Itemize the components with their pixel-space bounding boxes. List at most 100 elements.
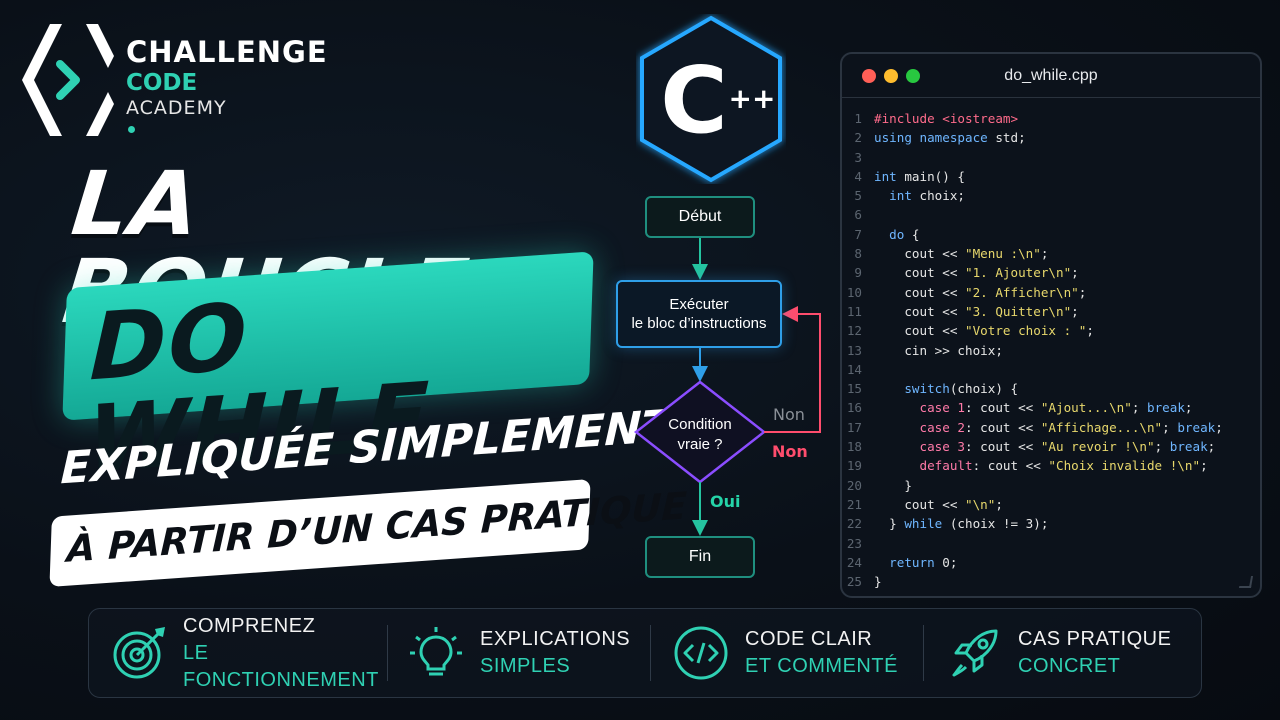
code-token: ; (1078, 284, 1087, 300)
code-line: 24 return 0; (842, 555, 1260, 574)
code-token: ; (1162, 419, 1178, 435)
code-line: 23 (842, 536, 1260, 555)
code-token: cout << (874, 303, 965, 319)
minimize-dot[interactable] (884, 68, 898, 83)
maximize-dot[interactable] (906, 68, 920, 83)
code-token (874, 381, 904, 400)
feature-divider (650, 625, 651, 681)
code-line: 10 cout << "2. Afficher\n"; (842, 285, 1260, 304)
code-token: while (904, 516, 950, 532)
code-token: ; (1200, 458, 1208, 474)
code-token: "1. Ajouter\n" (965, 265, 1072, 281)
code-token: switch (904, 381, 950, 397)
feature-1-subtitle: LE FONCTIONNEMENT (183, 641, 379, 691)
code-token: "Choix invalide !\n" (1048, 458, 1201, 474)
code-line: 20 } (842, 478, 1260, 497)
code-token: return (889, 554, 943, 570)
code-line: 5 int choix; (842, 188, 1260, 207)
code-token: default (919, 458, 973, 474)
code-token: cout << (874, 246, 965, 262)
brand-name: CHALLENGE CODE ACADEMY (126, 38, 328, 133)
code-line: 11 cout << "3. Quitter\n"; (842, 304, 1260, 323)
line-number: 15 (846, 381, 862, 397)
code-line: 12 cout << "Votre choix : "; (842, 323, 1260, 342)
code-token: case 2 (919, 419, 966, 435)
cpp-logo-icon: C ++ (640, 15, 782, 183)
code-line: 3 (842, 150, 1260, 169)
line-number: 23 (846, 535, 862, 551)
flow-exec-line1: Exécuter (669, 295, 729, 313)
brand-line-code: CODE (126, 70, 198, 96)
code-filename: do_while.cpp (1004, 66, 1098, 84)
line-number: 20 (846, 477, 862, 493)
feature-2-title: EXPLICATIONS (480, 628, 631, 650)
code-line: 21 cout << "\n"; (842, 497, 1260, 516)
code-token: cout << (874, 265, 965, 281)
lightbulb-icon (410, 627, 462, 676)
code-token: ; (1131, 400, 1147, 416)
feature-item: EXPLICATIONS SIMPLES (388, 609, 650, 697)
code-token: "Au revoir !\n" (1040, 439, 1155, 455)
code-token: case 1 (919, 400, 966, 416)
flow-exec-line2: le bloc d’instructions (631, 315, 767, 332)
code-icon (674, 626, 728, 680)
feature-3-title: CODE CLAIR (745, 628, 873, 650)
code-token: std; (995, 130, 1026, 146)
line-number: 11 (846, 303, 862, 319)
code-token: "3. Quitter\n" (965, 303, 1072, 319)
line-number: 13 (846, 342, 862, 358)
code-line: 15 switch(choix) { (842, 381, 1260, 400)
line-number: 5 (854, 188, 862, 204)
cpp-letter: C (660, 47, 728, 154)
code-token: { (911, 226, 920, 242)
resize-handle-icon[interactable] (1238, 576, 1254, 588)
code-token: ; (1071, 303, 1079, 319)
code-token: case 3 (919, 439, 966, 455)
brand-logo: CHALLENGE CODE ACADEMY (22, 20, 328, 140)
flow-no-label: Non (772, 442, 808, 461)
line-number: 24 (846, 554, 862, 570)
code-token: "Menu :\n" (965, 246, 1041, 262)
feature-divider (387, 625, 388, 681)
code-line: 22 } while (choix != 3); (842, 516, 1260, 535)
code-line: 18 case 3: cout << "Au revoir !\n"; brea… (842, 439, 1260, 458)
line-number: 7 (854, 226, 862, 242)
close-dot[interactable] (862, 68, 876, 83)
code-token: cout << (874, 496, 965, 512)
code-token: : cout << (965, 439, 1041, 455)
code-token: 0; (942, 554, 958, 570)
brand-line-academy: ACADEMY (126, 97, 227, 119)
flow-exec-node: Exécuter le bloc d’instructions (616, 280, 782, 348)
code-token: : cout << (965, 400, 1041, 416)
feature-4-subtitle: CONCRET (1018, 655, 1121, 677)
line-number: 6 (854, 207, 862, 223)
brand-line-challenge: CHALLENGE (126, 35, 328, 69)
code-line: 9 cout << "1. Ajouter\n"; (842, 265, 1260, 284)
flowchart-connectors (633, 238, 821, 536)
brand-dot (128, 126, 135, 133)
feature-divider (923, 625, 924, 681)
code-line: 16 case 1: cout << "Ajout...\n"; break; (842, 400, 1260, 419)
code-token: } (874, 477, 912, 493)
title-block: LA BOUCLE DO WHILE EXPLIQUÉE SIMPLEMENT … (49, 152, 688, 588)
code-line: 19 default: cout << "Choix invalide !\n"… (842, 458, 1260, 477)
code-line: 6 (842, 207, 1260, 226)
line-number: 19 (846, 458, 862, 474)
code-token: ; (1207, 439, 1216, 455)
line-number: 12 (846, 323, 862, 339)
code-token: ; (1071, 265, 1079, 281)
code-token: ; (1215, 419, 1223, 435)
code-token: cin >> choix; (874, 342, 1003, 358)
code-line: 13 cin >> choix; (842, 343, 1260, 362)
brackets-logo-icon (22, 24, 114, 136)
target-icon (113, 627, 165, 679)
line-number: 9 (854, 265, 862, 281)
flow-condition-label: Condition vraie ? (635, 415, 765, 454)
code-token (874, 439, 920, 458)
flow-cond-line1: Condition (668, 416, 732, 433)
cpp-plus: ++ (729, 82, 776, 115)
code-token: (choix != 3); (949, 516, 1049, 532)
